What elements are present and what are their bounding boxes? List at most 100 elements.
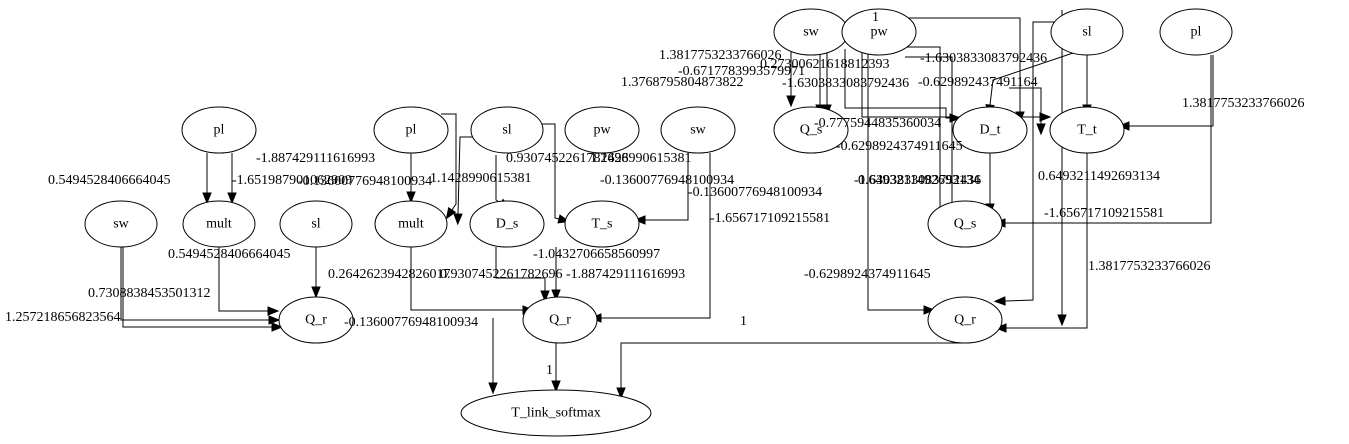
edge-label-2: 0.5494528406664045 (168, 247, 291, 262)
node-shape (927, 296, 1003, 344)
edge-label-1: -1.651987901062909 (232, 173, 352, 188)
node-label: pl (1191, 25, 1202, 40)
edge-label-18: 1 (740, 314, 747, 329)
edge-36 (867, 52, 936, 315)
node-shape (460, 389, 652, 437)
edge-label-16: -0.13600776948100934 (688, 185, 822, 200)
node-n-sw-c[interactable]: sw (773, 8, 849, 56)
node-label: sl (1082, 25, 1091, 40)
edge-label-32: 0.6493211492693134 (1038, 169, 1160, 184)
edge-23 (905, 46, 945, 224)
node-n-mult-a[interactable]: mult (182, 200, 256, 248)
edge-27 (993, 21, 1065, 306)
edge-30 (1009, 87, 1046, 136)
arrowhead (540, 290, 550, 303)
arrowhead (1057, 314, 1067, 327)
node-n-pw-b[interactable]: pw (564, 106, 640, 154)
edge-label-26: -0.629892437491164 (918, 75, 1038, 90)
node-n-dt-c[interactable]: D_t (952, 106, 1028, 154)
edge-line (1009, 87, 1042, 124)
arrowhead (1039, 112, 1052, 122)
nodes-layer: pl mult sw slQ_r pl sl pw sw mult D_s T_sQ_r sw pw sl… (84, 8, 1233, 437)
node-label: D_s (496, 217, 519, 232)
edge-label-11: -0.13600776948100934 (600, 173, 734, 188)
arrowhead (1036, 123, 1046, 136)
node-n-pl-b[interactable]: pl (373, 106, 449, 154)
node-shape (564, 200, 640, 248)
arrowhead (445, 206, 457, 220)
node-n-sw-a[interactable]: sw (84, 200, 158, 248)
node-n-qr-a[interactable]: Q_r (278, 296, 354, 344)
edge-31 (985, 153, 995, 216)
edge-line (905, 56, 953, 213)
edge-label-28: -0.6298924374911645 (836, 139, 963, 154)
node-shape (1050, 8, 1124, 56)
node-shape (952, 106, 1028, 154)
edge-label-20: 1.3817753233766026 (659, 48, 782, 63)
edge-15 (488, 318, 498, 395)
arrowhead (551, 380, 561, 393)
edge-label-10: 1.1428990615381 (590, 151, 692, 166)
arrowhead (406, 191, 416, 204)
node-shape (1159, 8, 1233, 56)
arrowhead (453, 213, 463, 226)
node-label: Q_r (954, 313, 976, 328)
node-shape (469, 200, 545, 248)
edge-label-0: 0.5494528406664045 (48, 173, 171, 188)
node-shape (181, 106, 257, 154)
node-n-ts-b[interactable]: T_s (564, 200, 640, 248)
node-n-sw-b[interactable]: sw (660, 106, 736, 154)
node-n-ds-b[interactable]: D_s (469, 200, 545, 248)
arrowhead (949, 113, 962, 123)
node-label: pw (593, 123, 611, 138)
node-n-pw-c[interactable]: pw (841, 8, 917, 56)
edge-label-22: 1.3768795804873822 (621, 75, 744, 90)
node-n-tt-c[interactable]: T_t (1049, 106, 1125, 154)
arrowhead (268, 315, 281, 325)
edge-28 (844, 49, 962, 123)
edge-9 (542, 123, 571, 224)
edge-label-3: 0.2642623942826017 (328, 267, 451, 282)
edge-label-13: -1.0432706658560997 (533, 247, 660, 262)
edge-26 (1082, 55, 1092, 117)
node-n-qs-c2[interactable]: Q_s (927, 200, 1003, 248)
edge-line (1004, 21, 1065, 302)
node-label: mult (206, 217, 232, 232)
node-label: sw (803, 25, 819, 40)
node-n-qs-c1[interactable]: Q_s (773, 106, 849, 154)
edge-34 (1057, 10, 1067, 327)
edge-label-14: 0.9307452261782696 (440, 267, 563, 282)
edge-line (1005, 55, 1212, 224)
edge-17 (551, 343, 561, 393)
node-n-sl-a[interactable]: sl (279, 200, 353, 248)
edge-line (218, 247, 268, 312)
arrowhead (311, 286, 321, 299)
edge-line (601, 153, 711, 319)
node-n-pl-c[interactable]: pl (1159, 8, 1233, 56)
edge-line (542, 123, 560, 220)
edge-line (1006, 153, 1088, 329)
edge-18 (616, 342, 965, 400)
node-n-sl-b[interactable]: sl (470, 106, 544, 154)
arrowhead (227, 192, 237, 205)
node-shape (660, 106, 736, 154)
edge-label-5: 1.257218656823564 (5, 310, 121, 325)
node-n-out[interactable]: T_link_softmax (460, 389, 652, 437)
arrowhead (923, 305, 936, 315)
node-n-sl-c[interactable]: sl (1050, 8, 1124, 56)
node-label: mult (398, 217, 424, 232)
node-n-qr-c[interactable]: Q_r (927, 296, 1003, 344)
node-n-pl-a[interactable]: pl (181, 106, 257, 154)
edge-line (905, 46, 941, 212)
node-label: Q_s (800, 123, 823, 138)
node-label: T_s (592, 217, 613, 232)
edge-label-7: -0.13600776948100934 (298, 174, 432, 189)
node-label: pl (214, 123, 225, 138)
edge-label-15: -1.887429111616993 (566, 267, 685, 282)
node-label: pl (406, 123, 417, 138)
node-n-qr-b[interactable]: Q_r (522, 296, 598, 344)
node-n-mult-b[interactable]: mult (374, 200, 448, 248)
edge-line (844, 49, 950, 119)
edge-label-36: -0.6298924374911645 (804, 267, 931, 282)
